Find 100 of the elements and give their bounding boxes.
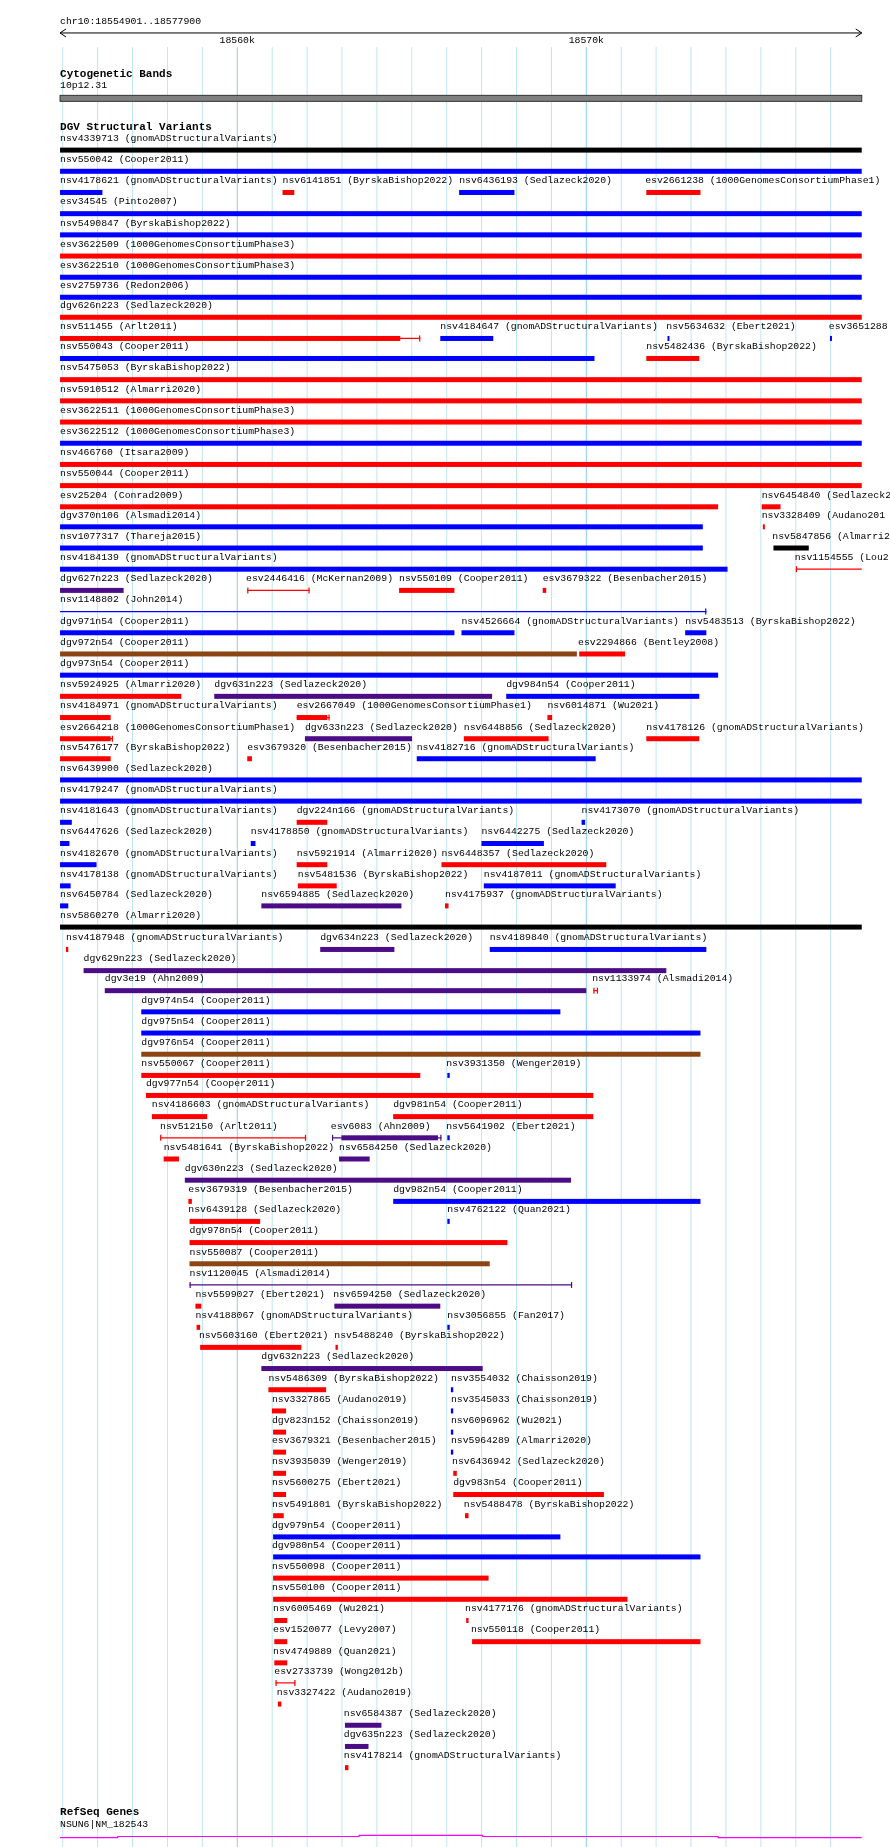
track-title: RefSeq Genes <box>60 1806 140 1820</box>
track-title: Cytogenetic Bands <box>60 67 173 81</box>
variant-label: dgv630n223 (Sedlazeck2020) <box>184 1163 338 1175</box>
variant-label: nsv4749889 (Quan2021) <box>273 1645 397 1658</box>
variant-label: dgv982n54 (Cooper2011) <box>393 1184 523 1197</box>
variant-label: nsv4177176 (gnomADStructuralVariants) <box>465 1603 683 1616</box>
variant-label: dgv972n54 (Cooper2011) <box>60 636 190 649</box>
variant-label: nsv5603160 (Ebert2021) <box>198 1330 329 1343</box>
variant-label: nsv4188067 (gnomADStructuralVariants) <box>195 1310 413 1323</box>
variant-label: nsv5481641 (ByrskaBishop2022) <box>163 1141 335 1154</box>
variant-label: nsv466760 (Itsara2009) <box>60 447 190 460</box>
variant-label: nsv5921914 (Almarri2020) <box>296 847 438 860</box>
variant-label: nsv4178621 (gnomADStructuralVariants) <box>60 175 278 188</box>
variant-label: nsv5860270 (Almarri2020) <box>60 909 202 922</box>
tick-label: 18570k <box>568 33 604 47</box>
variant-label: dgv224n166 (gnomADStructuralVariants) <box>296 805 515 818</box>
variant-label: esv3622511 (1000GenomesConsortiumPhase3) <box>60 404 296 417</box>
variant-label: esv3679321 (Besenbacher2015) <box>271 1434 437 1447</box>
variant-label: esv3622509 (1000GenomesConsortiumPhase3) <box>60 238 296 251</box>
variant-label: dgv978n54 (Cooper2011) <box>189 1225 319 1238</box>
variant-label: nsv4179247 (gnomADStructuralVariants) <box>60 783 278 796</box>
variant-label: nsv6141851 (ByrskaBishop2022) <box>282 175 454 188</box>
variant-label: nsv5847856 (Almarri2 <box>772 530 890 543</box>
variant-label: nsv6594885 (Sedlazeck2020) <box>261 888 415 901</box>
variant-label: nsv6448856 (Sedlazeck2020) <box>463 721 617 734</box>
variant-label: dgv980n54 (Cooper2011) <box>271 1539 402 1552</box>
variant-label: nsv5910512 (Almarri2020) <box>60 383 202 396</box>
variant-label: nsv3545033 (Chaisson2019) <box>450 1393 598 1406</box>
variant-label: nsv4184139 (gnomADStructuralVariants) <box>60 552 278 564</box>
variant-label: nsv5481536 (ByrskaBishop2022) <box>297 868 469 881</box>
variant-label: nsv4181643 (gnomADStructuralVariants) <box>60 805 278 818</box>
variant-label: nsv550044 (Cooper2011) <box>60 468 190 481</box>
variant-label: nsv6436193 (Sedlazeck2020) <box>459 175 612 188</box>
variant-label: esv3622510 (1000GenomesConsortiumPhase3) <box>60 260 296 273</box>
variant-label: nsv5924925 (Almarri2020) <box>60 679 202 692</box>
variant-label: dgv971n54 (Cooper2011) <box>60 615 190 628</box>
variant-label: nsv1154555 (Lou2 <box>794 552 889 564</box>
variant-label: nsv6450784 (Sedlazeck2020) <box>60 888 213 901</box>
variant-label: dgv974n54 (Cooper2011) <box>141 994 271 1007</box>
variant-label: nsv6096962 (Wu2021) <box>450 1414 563 1427</box>
variant-label: nsv5490847 (ByrskaBishop2022) <box>60 217 231 230</box>
coordinate-label: chr10:18554901..18577900 <box>60 14 202 28</box>
variant-label: dgv984n54 (Cooper2011) <box>506 679 636 692</box>
variant-label: nsv550067 (Cooper2011) <box>141 1058 271 1071</box>
variant-label: nsv6447626 (Sedlazeck2020) <box>60 826 213 839</box>
variant-label: nsv4182670 (gnomADStructuralVariants) <box>60 847 278 860</box>
variant-label: nsv550100 (Cooper2011) <box>271 1582 402 1595</box>
variant-label: nsv550118 (Cooper2011) <box>470 1624 601 1637</box>
variant-label: nsv3327865 (Audano2019) <box>271 1393 408 1406</box>
variant-label: dgv973n54 (Cooper2011) <box>60 657 190 670</box>
variant-label: nsv5486309 (ByrskaBishop2022) <box>268 1372 439 1385</box>
variant-label: nsv6584250 (Sedlazeck2020) <box>339 1141 492 1154</box>
variant-label: nsv6442275 (Sedlazeck2020) <box>481 826 635 839</box>
variant-label: nsv4178850 (gnomADStructuralVariants) <box>250 826 469 839</box>
variant-label: esv3679322 (Besenbacher2015) <box>542 573 708 586</box>
variant-label: nsv4178214 (gnomADStructuralVariants) <box>343 1750 562 1763</box>
variant-label: nsv4184971 (gnomADStructuralVariants) <box>60 700 278 713</box>
variant-label: esv2664218 (1000GenomesConsortiumPhase1) <box>60 721 296 734</box>
variant-label: nsv5599027 (Ebert2021) <box>195 1288 325 1301</box>
variant-label: nsv511455 (Arlt2011) <box>60 321 178 334</box>
variant-label: esv3679320 (Besenbacher2015) <box>247 741 412 754</box>
variant-label: nsv4187011 (gnomADStructuralVariants) <box>483 868 702 881</box>
variant-label: nsv4184647 (gnomADStructuralVariants) <box>440 321 658 334</box>
variant-label: nsv4189840 (gnomADStructuralVariants) <box>489 932 708 945</box>
variant-label: nsv6005469 (Wu2021) <box>273 1603 385 1616</box>
variant-label: nsv550109 (Cooper2011) <box>399 573 529 586</box>
variant-label: nsv3327422 (Audano2019) <box>276 1686 412 1699</box>
variant-label: nsv6594250 (Sedlazeck2020) <box>333 1288 486 1301</box>
variant-label: esv34545 (Pinto2007) <box>60 196 178 209</box>
variant-label: nsv4339713 (gnomADStructuralVariants) <box>60 132 278 145</box>
variant-label: nsv1077317 (Thareja2015) <box>60 530 202 543</box>
variant-label: nsv1120045 (Alsmadi2014) <box>189 1267 331 1280</box>
variant-label: nsv4762122 (Quan2021) <box>447 1204 571 1217</box>
variant-label: nsv1133974 (Alsmadi2014) <box>592 973 734 986</box>
variant-label: nsv4173070 (gnomADStructuralVariants) <box>581 805 800 818</box>
variant-label: nsv3554032 (Chaisson2019) <box>450 1372 598 1385</box>
variant-label: nsv3935039 (Wenger2019) <box>271 1456 408 1469</box>
track-title: DGV Structural Variants <box>60 120 212 134</box>
variant-label: esv2446416 (McKernan2009) <box>246 573 393 586</box>
variant-label: nsv5491801 (ByrskaBishop2022) <box>271 1498 443 1511</box>
variant-label: nsv5476177 (ByrskaBishop2022) <box>60 741 231 754</box>
variant-label: esv6083 (Ahn2009) <box>330 1120 431 1133</box>
variant-label: nsv550042 (Cooper2011) <box>60 154 190 167</box>
variant-label: nsv5483513 (ByrskaBishop2022) <box>685 615 856 628</box>
variant-label: nsv4178126 (gnomADStructuralVariants) <box>646 721 864 734</box>
variant-label: nsv6439128 (Sedlazeck2020) <box>188 1204 342 1217</box>
variant-label: dgv977n54 (Cooper2011) <box>145 1078 276 1091</box>
variant-label: nsv6439900 (Sedlazeck2020) <box>60 762 213 775</box>
variant-label: dgv634n223 (Sedlazeck2020) <box>320 932 474 945</box>
variant-label: dgv979n54 (Cooper2011) <box>271 1519 402 1532</box>
variant-label: dgv983n54 (Cooper2011) <box>453 1477 583 1490</box>
variant-label: esv2294866 (Bentley2008) <box>578 636 720 649</box>
variant-label: dgv976n54 (Cooper2011) <box>141 1037 271 1050</box>
variant-label: nsv550043 (Cooper2011) <box>60 341 190 354</box>
variant-label: nsv5600275 (Ebert2021) <box>271 1477 402 1490</box>
variant-label: nsv5475053 (ByrskaBishop2022) <box>60 362 231 375</box>
variant-label: esv3679319 (Besenbacher2015) <box>188 1184 353 1197</box>
variant-label: nsv6584387 (Sedlazeck2020) <box>343 1708 497 1721</box>
variant-label: esv2759736 (Redon2006) <box>60 280 190 293</box>
variant-label: nsv550087 (Cooper2011) <box>189 1246 319 1259</box>
